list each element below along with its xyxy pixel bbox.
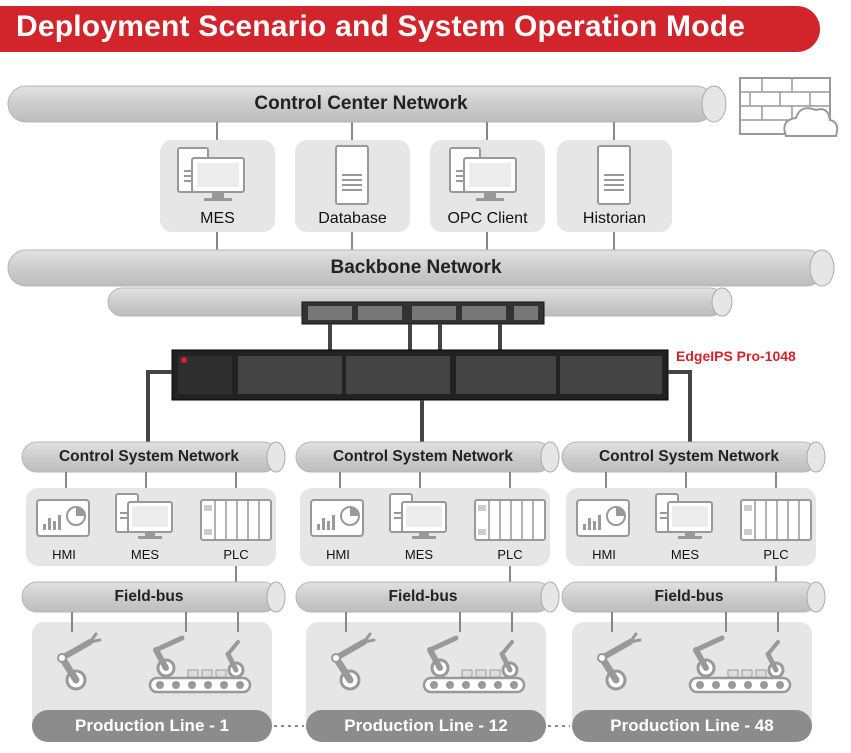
- plc-label: PLC: [763, 547, 789, 562]
- fieldbus-label: Field-bus: [388, 588, 458, 605]
- control-center-network-pipe: [7, 85, 727, 123]
- database-label: Database: [318, 210, 387, 227]
- fieldbus-label: Field-bus: [114, 588, 184, 605]
- backbone-network-label: Backbone Network: [330, 257, 502, 278]
- production-line-label: Production Line - 1: [75, 716, 229, 735]
- control-system-network-label: Control System Network: [58, 448, 239, 465]
- production-line-label: Production Line - 12: [344, 716, 508, 735]
- firewall-icon: [739, 77, 839, 137]
- plc-label: PLC: [223, 547, 249, 562]
- cell-1: [21, 441, 286, 742]
- control-system-network-label: Control System Network: [598, 448, 779, 465]
- cell-3: [561, 441, 826, 742]
- title-banner: [0, 6, 820, 52]
- mes-label: MES: [130, 547, 160, 562]
- historian-label: Historian: [582, 210, 647, 227]
- mes-label: MES: [404, 547, 434, 562]
- cell-2: [295, 441, 560, 742]
- historian-server-icon: [597, 145, 631, 205]
- fieldbus-label: Field-bus: [654, 588, 724, 605]
- mes-label: MES: [670, 547, 700, 562]
- backbone-network-pipe: [7, 249, 835, 287]
- mes-label: MES: [200, 210, 235, 227]
- page-title: Deployment Scenario and System Operation…: [16, 10, 746, 43]
- opc-client-label: OPC Client: [447, 210, 528, 227]
- edgeips-label: EdgeIPS Pro-1048: [676, 348, 796, 364]
- control-system-network-label: Control System Network: [332, 448, 513, 465]
- plc-label: PLC: [497, 547, 523, 562]
- database-server-icon: [335, 145, 369, 205]
- backbone-switch: [301, 301, 545, 325]
- control-center-network-label: Control Center Network: [254, 93, 468, 114]
- hmi-label: HMI: [326, 547, 350, 562]
- edgeips-device: [171, 349, 669, 401]
- hmi-label: HMI: [52, 547, 76, 562]
- production-line-label: Production Line - 48: [610, 716, 774, 735]
- hmi-label: HMI: [592, 547, 616, 562]
